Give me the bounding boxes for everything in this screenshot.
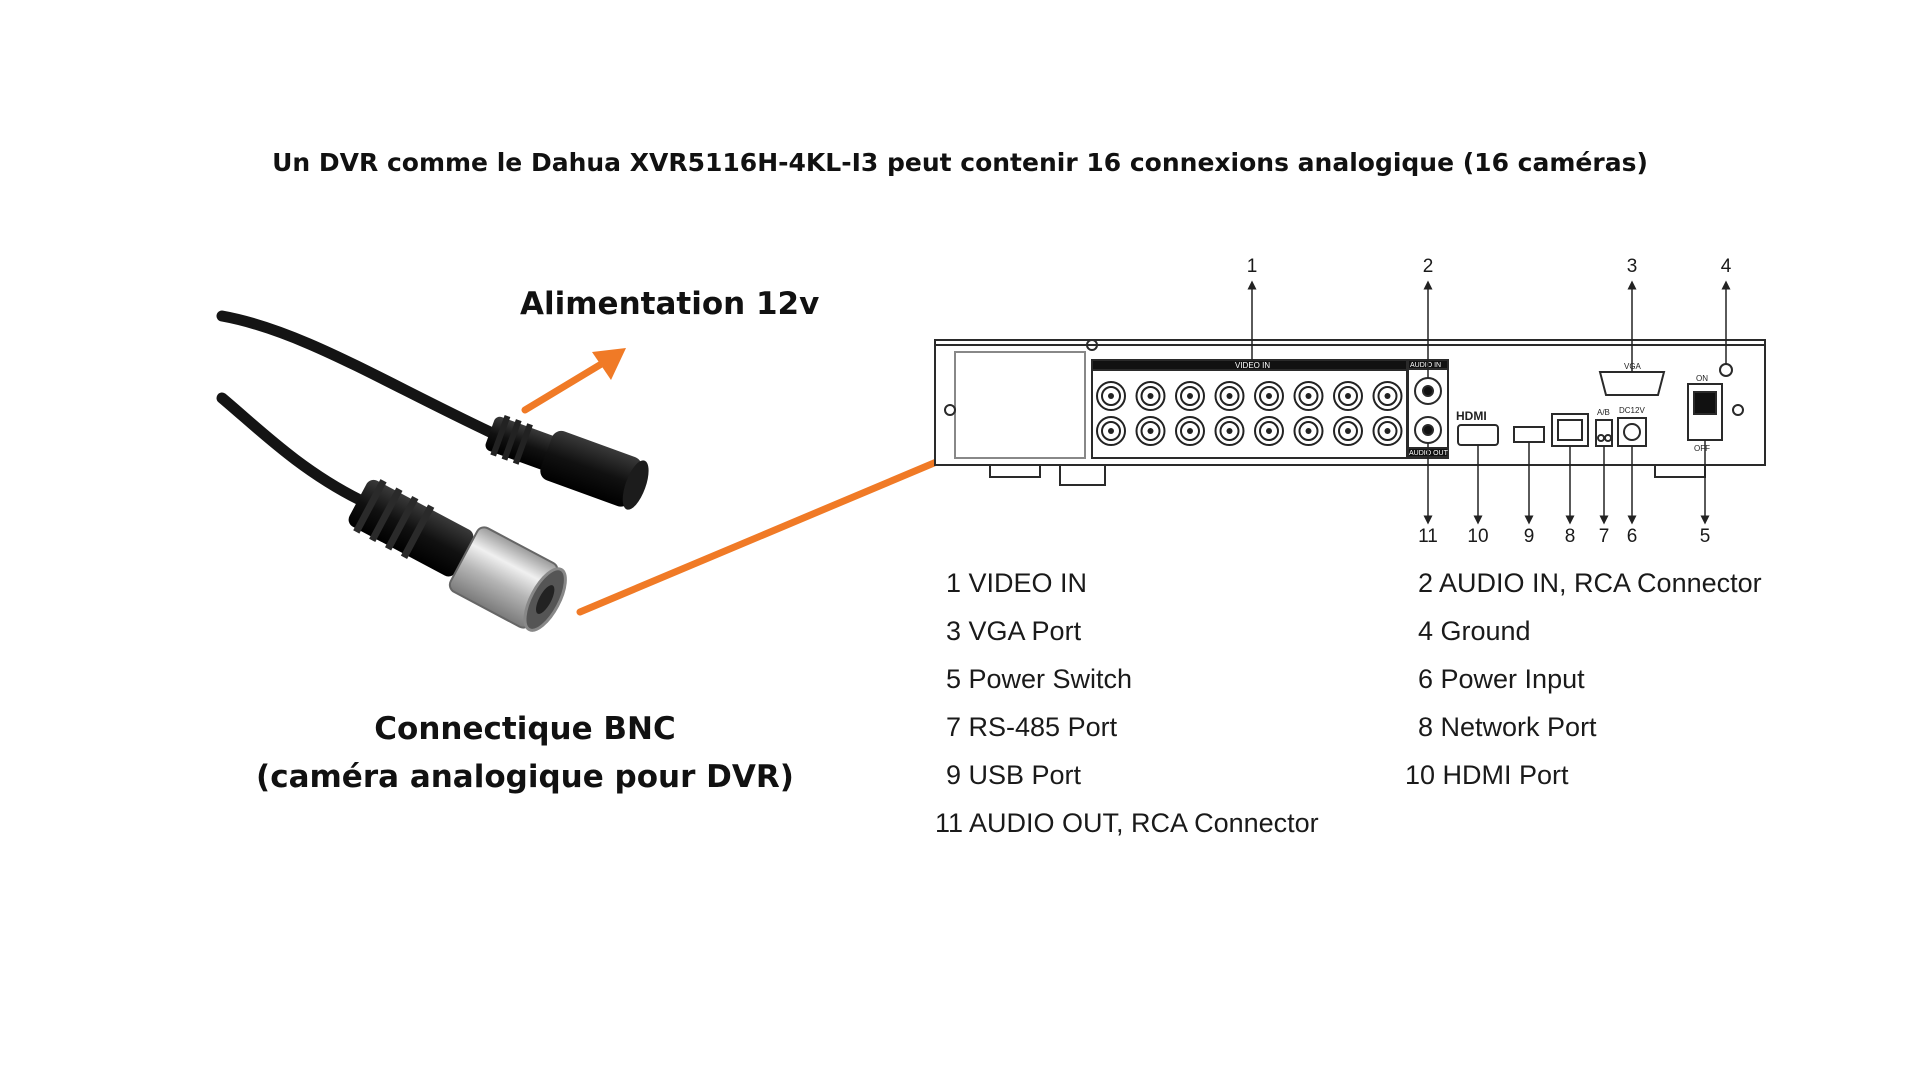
bnc-cable-wire xyxy=(222,398,360,500)
callout-3: 3 xyxy=(1612,256,1652,278)
bnc-port-pin xyxy=(1306,428,1312,434)
ab-panel-label: A/B xyxy=(1597,408,1610,417)
on-panel-label: ON xyxy=(1696,374,1708,383)
bnc-port-pin xyxy=(1266,393,1272,399)
power-cable-wire xyxy=(222,316,490,432)
audio-out-panel-label: AUDIO OUT xyxy=(1409,450,1449,457)
legend-item-3: 3 VGA Port xyxy=(946,616,1081,647)
power-label: Alimentation 12v xyxy=(520,286,819,322)
bnc-port-pin xyxy=(1108,393,1114,399)
legend-item-4: 4 Ground xyxy=(1418,616,1531,647)
callout-6: 6 xyxy=(1612,526,1652,548)
bnc-port-pin xyxy=(1306,393,1312,399)
power-arrow xyxy=(525,348,626,410)
legend-item-7: 7 RS-485 Port xyxy=(946,712,1117,743)
off-panel-label: OFF xyxy=(1694,444,1710,453)
bnc-port-pin xyxy=(1345,428,1351,434)
video-in-panel-label: VIDEO IN xyxy=(1235,361,1270,370)
bnc-port-pin xyxy=(1345,393,1351,399)
bnc-port-pin xyxy=(1148,428,1154,434)
audio-in-panel-label: AUDIO IN xyxy=(1410,362,1441,369)
legend-item-9: 9 USB Port xyxy=(946,760,1081,791)
legend-item-8: 8 Network Port xyxy=(1418,712,1597,743)
callout-11: 11 xyxy=(1408,526,1448,548)
callout-5: 5 xyxy=(1685,526,1725,548)
legend-item-5: 5 Power Switch xyxy=(946,664,1132,695)
callout-10: 10 xyxy=(1458,526,1498,548)
bnc-port-pin xyxy=(1385,428,1391,434)
bnc-label-line1: Connectique BNC xyxy=(215,705,835,753)
bnc-port-pin xyxy=(1227,393,1233,399)
bnc-port-pin xyxy=(1148,393,1154,399)
callout-1: 1 xyxy=(1232,256,1272,278)
legend-item-2: 2 AUDIO IN, RCA Connector xyxy=(1418,568,1762,599)
legend-item-11: 11 AUDIO OUT, RCA Connector xyxy=(935,808,1319,839)
cable-photo xyxy=(222,316,654,638)
vga-panel-label: VGA xyxy=(1624,362,1642,371)
bnc-port-pin xyxy=(1108,428,1114,434)
callout-4: 4 xyxy=(1706,256,1746,278)
legend-item-1: 1 VIDEO IN xyxy=(946,568,1087,599)
bnc-port-pin xyxy=(1187,428,1193,434)
bnc-connector xyxy=(341,468,574,638)
callout-9: 9 xyxy=(1509,526,1549,548)
dc-power-connector xyxy=(481,408,654,513)
legend-item-10: 10 HDMI Port xyxy=(1405,760,1569,791)
legend-item-6: 6 Power Input xyxy=(1418,664,1585,695)
bnc-port-pin xyxy=(1266,428,1272,434)
bnc-label: Connectique BNC (caméra analogique pour … xyxy=(215,705,835,801)
bnc-label-line2: (caméra analogique pour DVR) xyxy=(215,753,835,801)
bnc-port-pin xyxy=(1227,428,1233,434)
dc12v-panel-label: DC12V xyxy=(1619,406,1645,415)
bnc-port-pin xyxy=(1187,393,1193,399)
hdmi-panel-label: HDMI xyxy=(1456,409,1487,423)
bnc-port-pin xyxy=(1385,393,1391,399)
callout-2: 2 xyxy=(1408,256,1448,278)
